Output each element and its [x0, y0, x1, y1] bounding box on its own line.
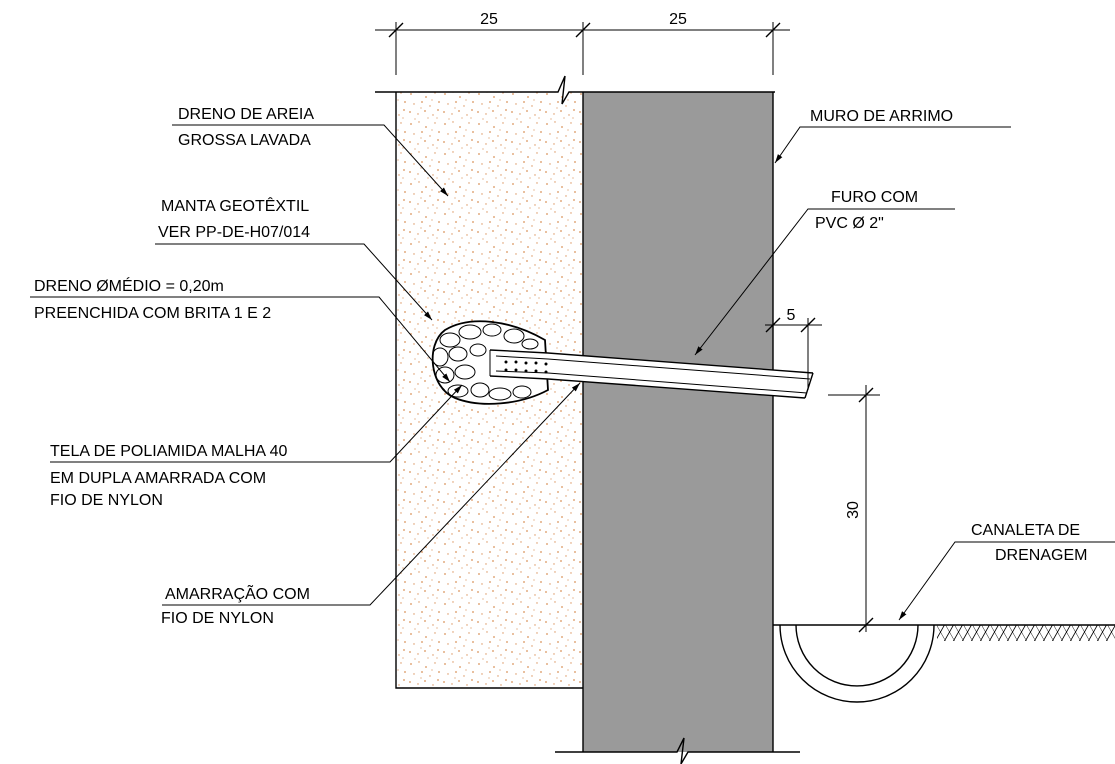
dimension-top	[375, 22, 790, 75]
dimension-channel-drop	[828, 385, 880, 633]
label-geotextile-line-2: VER PP-DE-H07/014	[158, 224, 310, 241]
label-geotextile-line-1: MANTA GEOTÊXTIL	[161, 196, 309, 215]
label-polyamide-mesh: TELA DE POLIAMIDA MALHA 40 EM DUPLA AMAR…	[50, 443, 288, 509]
pvc-pipe	[489, 349, 814, 399]
bottom-break-line	[555, 737, 800, 764]
ground-surface	[937, 624, 1115, 641]
label-nylon-tie-line-1: AMARRAÇÃO COM	[165, 583, 310, 603]
leader-lines	[30, 124, 1115, 621]
dimension-channel-drop-text: 30	[845, 501, 862, 519]
label-polyamide-mesh-line-2: EM DUPLA AMARRADA COM	[50, 470, 266, 487]
dimension-sand-width: 25	[480, 11, 498, 28]
label-pvc-hole-line-1: FURO COM	[831, 189, 918, 206]
label-gravel-drain: DRENO ØMÉDIO = 0,20m PREENCHIDA COM BRIT…	[34, 276, 271, 322]
label-geotextile: MANTA GEOTÊXTIL VER PP-DE-H07/014	[158, 196, 310, 241]
dimension-wall-width: 25	[669, 11, 687, 28]
label-pvc-hole-line-2: PVC Ø 2"	[815, 215, 884, 232]
label-retaining-wall: MURO DE ARRIMO	[810, 108, 953, 125]
label-polyamide-mesh-line-3: FIO DE NYLON	[50, 492, 163, 509]
label-sand-drain: DRENO DE AREIA GROSSA LAVADA	[178, 106, 314, 149]
label-nylon-tie: AMARRAÇÃO COM FIO DE NYLON	[161, 583, 310, 627]
label-drain-channel-line-1: CANALETA DE	[971, 522, 1080, 539]
label-sand-drain-line-2: GROSSA LAVADA	[178, 132, 311, 149]
label-polyamide-mesh-line-1: TELA DE POLIAMIDA MALHA 40	[50, 443, 288, 460]
label-drain-channel-line-2: DRENAGEM	[995, 547, 1087, 564]
drainage-channel	[773, 624, 937, 703]
label-sand-drain-line-1: DRENO DE AREIA	[178, 106, 314, 123]
label-drain-channel: CANALETA DE DRENAGEM	[971, 522, 1087, 564]
dimension-pipe-offset	[765, 317, 822, 390]
top-break-line	[375, 75, 775, 105]
dimension-pipe-offset-text: 5	[787, 307, 796, 324]
label-gravel-drain-line-1: DRENO ØMÉDIO = 0,20m	[34, 276, 224, 295]
label-pvc-hole: FURO COM PVC Ø 2"	[815, 189, 918, 232]
label-gravel-drain-line-2: PREENCHIDA COM BRITA 1 E 2	[34, 305, 271, 322]
label-retaining-wall-line-1: MURO DE ARRIMO	[810, 108, 953, 125]
label-nylon-tie-line-2: FIO DE NYLON	[161, 610, 274, 627]
retaining-wall	[582, 92, 774, 752]
